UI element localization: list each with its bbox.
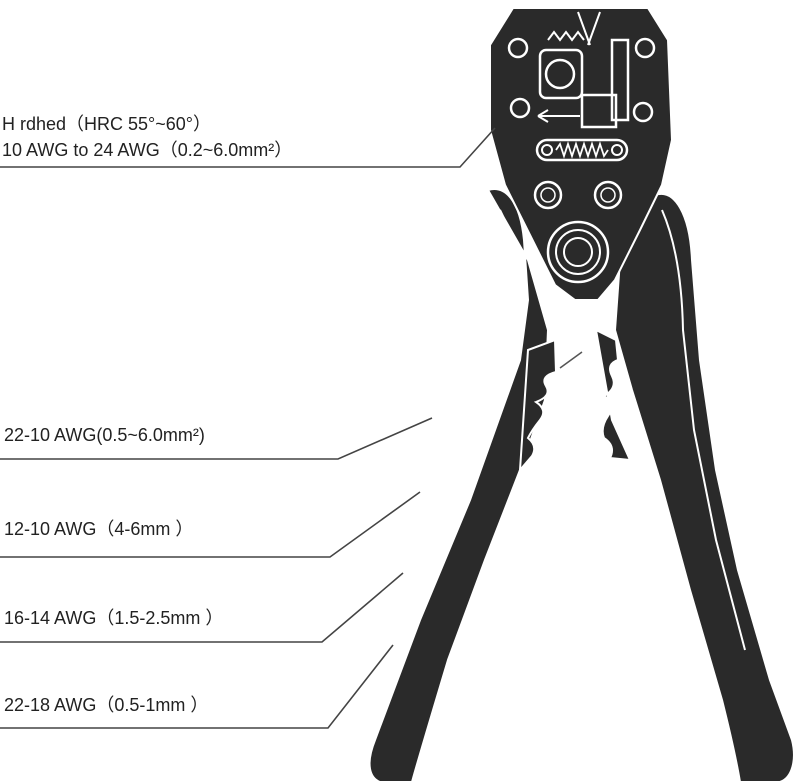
rivet <box>600 187 616 203</box>
jaw-block <box>538 48 584 100</box>
right-handle-inset <box>661 209 746 651</box>
stripping-notches-right <box>594 328 632 462</box>
jaw-lever <box>610 38 630 122</box>
jaw-divider <box>587 11 601 46</box>
main-pivot <box>546 220 610 284</box>
jaw-pointer <box>537 109 580 123</box>
leader-line-22-18 <box>0 644 394 729</box>
leader-line-16-14 <box>0 572 404 643</box>
pivot-hole <box>509 97 531 119</box>
stripping-notches-left <box>518 338 558 473</box>
rivet <box>593 180 623 210</box>
jaw-spring-top <box>547 30 585 42</box>
blade-edge <box>559 351 583 369</box>
jaw-divider <box>577 11 591 46</box>
spring-slot <box>535 138 629 162</box>
label-cutter-range: 22-10 AWG(0.5~6.0mm²) <box>4 425 205 445</box>
leader-line-hardened <box>0 127 496 168</box>
label-awg-range: 10 AWG to 24 AWG（0.2~6.0mm²） <box>2 140 293 160</box>
pivot-hole <box>632 101 654 123</box>
label-strip-22-18: 22-18 AWG（0.5-1mm ） <box>4 695 209 715</box>
spring-end <box>611 144 623 156</box>
leader-line-cutter <box>0 417 433 460</box>
pivot-hole <box>507 37 529 59</box>
jaw-roller <box>544 58 576 90</box>
rivet <box>533 180 563 210</box>
label-hardened: H rdhed（HRC 55°~60°） <box>2 114 211 134</box>
main-pivot <box>563 237 593 267</box>
leader-line-12-10 <box>0 491 421 558</box>
jaw-slider <box>580 93 618 129</box>
label-strip-12-10: 12-10 AWG（4-6mm ） <box>4 519 194 539</box>
right-handle <box>613 192 795 783</box>
left-handle <box>368 188 550 783</box>
label-strip-16-14: 16-14 AWG（1.5-2.5mm ） <box>4 608 224 628</box>
spring-coil <box>555 141 609 159</box>
main-pivot <box>555 229 601 275</box>
rivet <box>540 187 556 203</box>
spring-end <box>541 144 553 156</box>
left-handle-inset <box>424 209 522 601</box>
pivot-hole <box>634 37 656 59</box>
